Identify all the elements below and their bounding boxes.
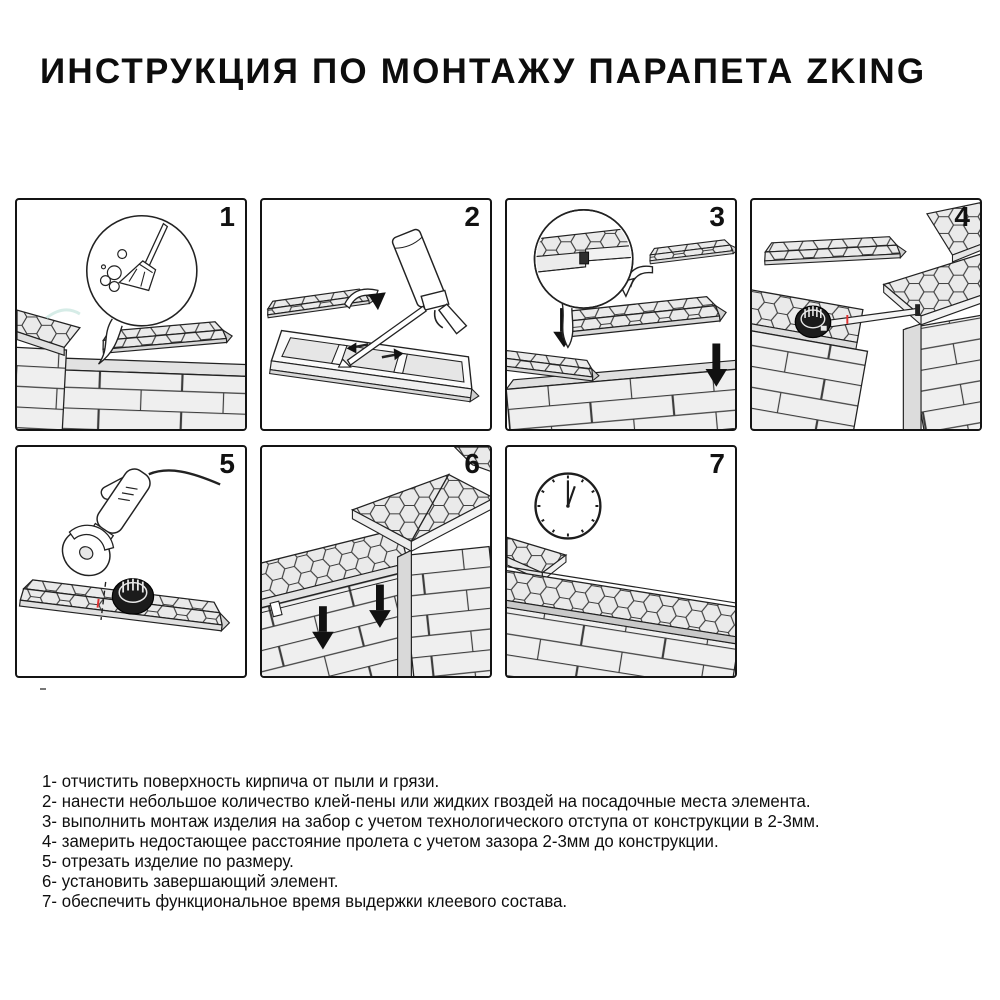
upper-cap-slope	[925, 202, 980, 263]
item-number: 6-	[42, 871, 57, 891]
item-number: 1-	[42, 771, 57, 791]
pillar-body	[902, 314, 980, 429]
instruction-item: 2-нанести небольшое количество клей-пены…	[42, 791, 820, 811]
step-2-illustration	[266, 228, 480, 403]
step-number: 3	[709, 201, 725, 232]
item-number: 5-	[42, 851, 57, 871]
direction-arrows	[346, 342, 404, 361]
parapet-element-small	[266, 288, 378, 319]
step-6-illustration	[262, 447, 490, 676]
step-3-illustration	[507, 209, 735, 429]
parapet-element	[102, 321, 233, 354]
angle-grinder-icon	[61, 468, 221, 577]
step-panel-7: 7	[505, 445, 737, 678]
brick-wall	[42, 357, 245, 429]
item-text: замерить недостающее расстояние пролета …	[61, 831, 719, 851]
clip-detail	[269, 600, 283, 618]
instruction-item: 5-отрезать изделие по размеру.	[42, 851, 820, 871]
item-text: отрезать изделие по размеру.	[61, 851, 294, 871]
item-text: установить завершающий элемент.	[61, 871, 339, 891]
instruction-list: 1-отчистить поверхность кирпича от пыли …	[42, 771, 852, 911]
broom-icon	[117, 222, 169, 292]
step-panel-1: 1	[15, 198, 247, 431]
step-number: 6	[464, 448, 480, 479]
trough-element	[268, 329, 480, 403]
down-arrow-icon	[369, 584, 391, 628]
left-pillar	[17, 309, 81, 429]
parapet-element	[561, 295, 727, 339]
rotation-arrow-icon	[343, 288, 386, 311]
item-number: 4-	[42, 831, 57, 851]
step-panel-2: 2	[260, 198, 492, 431]
pillar-cap-pyramid	[350, 447, 490, 553]
magnifier-tail	[561, 302, 574, 349]
step-number: 4	[954, 201, 970, 232]
finished-parapet-wall	[507, 565, 735, 676]
item-number: 7-	[42, 891, 57, 911]
item-number: 3-	[42, 811, 57, 831]
instruction-item: 7-обеспечить функциональное время выдерж…	[42, 891, 820, 911]
item-text: нанести небольшое количество клей-пены и…	[61, 791, 811, 811]
step-number: 1	[219, 201, 235, 232]
step-panel-5: 5	[15, 445, 247, 678]
item-number: 2-	[42, 791, 57, 811]
installed-parapet	[507, 349, 600, 383]
item-text: обеспечить функциональное время выдержки…	[61, 891, 568, 911]
parapet-element	[764, 236, 907, 266]
item-text: выполнить монтаж изделия на забор с учет…	[61, 811, 820, 831]
cut-line	[100, 581, 107, 621]
down-arrow-icon	[705, 343, 728, 387]
brick-wall	[507, 359, 735, 429]
next-parapet-element	[649, 239, 735, 265]
instruction-item: 4-замерить недостающее расстояние пролет…	[42, 831, 820, 851]
pillar-body	[397, 545, 490, 676]
stray-mark	[40, 688, 46, 690]
step-number: 5	[219, 448, 235, 479]
step-panel-6: 6	[260, 445, 492, 678]
page-title: ИНСТРУКЦИЯ ПО МОНТАЖУ ПАРАПЕТА ZKING	[40, 52, 927, 91]
dust-puff	[99, 249, 128, 292]
tape-measure-icon	[111, 578, 155, 615]
foam-gun-icon	[337, 289, 468, 368]
step-number: 2	[464, 201, 480, 232]
item-text: отчистить поверхность кирпича от пыли и …	[61, 771, 440, 791]
step-panel-4: 4	[750, 198, 982, 431]
tape-measure-icon	[794, 305, 832, 339]
magnifier-rim	[533, 209, 634, 309]
callout-tail	[98, 318, 123, 365]
clock-icon	[534, 472, 602, 540]
step-number: 7	[709, 448, 725, 479]
instruction-item: 6-установить завершающий элемент.	[42, 871, 820, 891]
step-5-illustration	[18, 468, 231, 633]
down-arrow-icon	[312, 606, 334, 650]
step-7-illustration	[507, 472, 735, 676]
step-1-illustration	[17, 214, 245, 429]
power-cable	[148, 469, 221, 486]
step-4-illustration	[752, 202, 980, 429]
joint-detail	[536, 226, 631, 274]
instruction-item: 3-выполнить монтаж изделия на забор с уч…	[42, 811, 820, 831]
step-panel-3: 3	[505, 198, 737, 431]
instruction-item: 1-отчистить поверхность кирпича от пыли …	[42, 771, 820, 791]
red-mark	[96, 598, 100, 608]
